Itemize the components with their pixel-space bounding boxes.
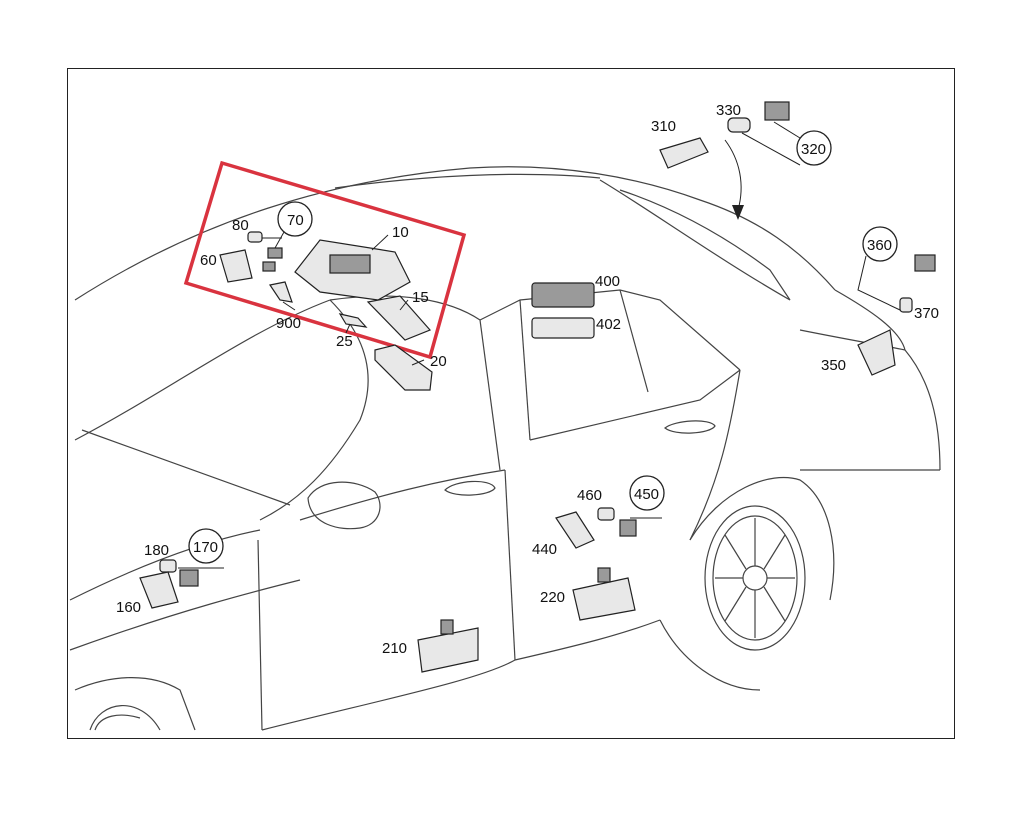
part-460-bulb[interactable] bbox=[597, 507, 615, 521]
callout-labels: 10 15 20 25 60 70 80 900 160 170 180 210… bbox=[116, 102, 939, 657]
callout-310: 310 bbox=[651, 118, 676, 135]
part-60-lamp[interactable] bbox=[219, 249, 253, 283]
callout-180: 180 bbox=[144, 542, 169, 559]
callout-440: 440 bbox=[532, 541, 557, 558]
callout-80: 80 bbox=[232, 217, 249, 234]
part-15-cover[interactable] bbox=[366, 295, 432, 341]
callout-70: 70 bbox=[287, 212, 304, 229]
callout-210: 210 bbox=[382, 640, 407, 657]
part-210-lamp[interactable] bbox=[417, 627, 479, 673]
callout-170: 170 bbox=[193, 539, 218, 556]
callout-900: 900 bbox=[276, 315, 301, 332]
callout-320: 320 bbox=[801, 141, 826, 158]
callout-15: 15 bbox=[412, 289, 429, 306]
callout-402: 402 bbox=[596, 316, 621, 333]
car-body bbox=[69, 139, 941, 731]
part-70-connector[interactable] bbox=[267, 247, 283, 259]
callout-370: 370 bbox=[914, 305, 939, 322]
part-330-bulb[interactable] bbox=[727, 117, 751, 133]
callout-160: 160 bbox=[116, 599, 141, 616]
part-170-socket[interactable] bbox=[179, 569, 199, 587]
part-320-socket[interactable] bbox=[764, 101, 790, 121]
part-900-lens[interactable] bbox=[269, 281, 293, 303]
part-20-lamp[interactable] bbox=[374, 344, 433, 391]
part-80-bulb[interactable] bbox=[247, 231, 263, 243]
part-310-lamp[interactable] bbox=[659, 137, 709, 169]
part-450-socket[interactable] bbox=[619, 519, 637, 537]
part-402-lamp[interactable] bbox=[531, 317, 595, 339]
callout-400: 400 bbox=[595, 273, 620, 290]
callout-330: 330 bbox=[716, 102, 741, 119]
callout-60: 60 bbox=[200, 252, 217, 269]
callout-220: 220 bbox=[540, 589, 565, 606]
part-400-lamp[interactable] bbox=[531, 282, 595, 308]
part-360-socket[interactable] bbox=[914, 254, 936, 272]
callout-20: 20 bbox=[430, 353, 447, 370]
callout-10: 10 bbox=[392, 224, 409, 241]
part-440-lamp[interactable] bbox=[555, 511, 595, 549]
highlight-box bbox=[183, 160, 467, 360]
part-25-trim[interactable] bbox=[338, 313, 368, 328]
part-160-lamp[interactable] bbox=[139, 571, 179, 609]
part-350-lamp[interactable] bbox=[857, 329, 896, 376]
part-370-bulb[interactable] bbox=[899, 297, 913, 313]
diagram-frame bbox=[67, 68, 955, 739]
part-180-bulb[interactable] bbox=[159, 559, 177, 573]
callout-25: 25 bbox=[336, 333, 353, 350]
overhead-console-group bbox=[183, 160, 467, 391]
callout-350: 350 bbox=[821, 357, 846, 374]
callout-450: 450 bbox=[634, 486, 659, 503]
part-220-lamp[interactable] bbox=[572, 577, 636, 621]
callout-360: 360 bbox=[867, 237, 892, 254]
callout-460: 460 bbox=[577, 487, 602, 504]
rear-parts bbox=[139, 101, 936, 673]
